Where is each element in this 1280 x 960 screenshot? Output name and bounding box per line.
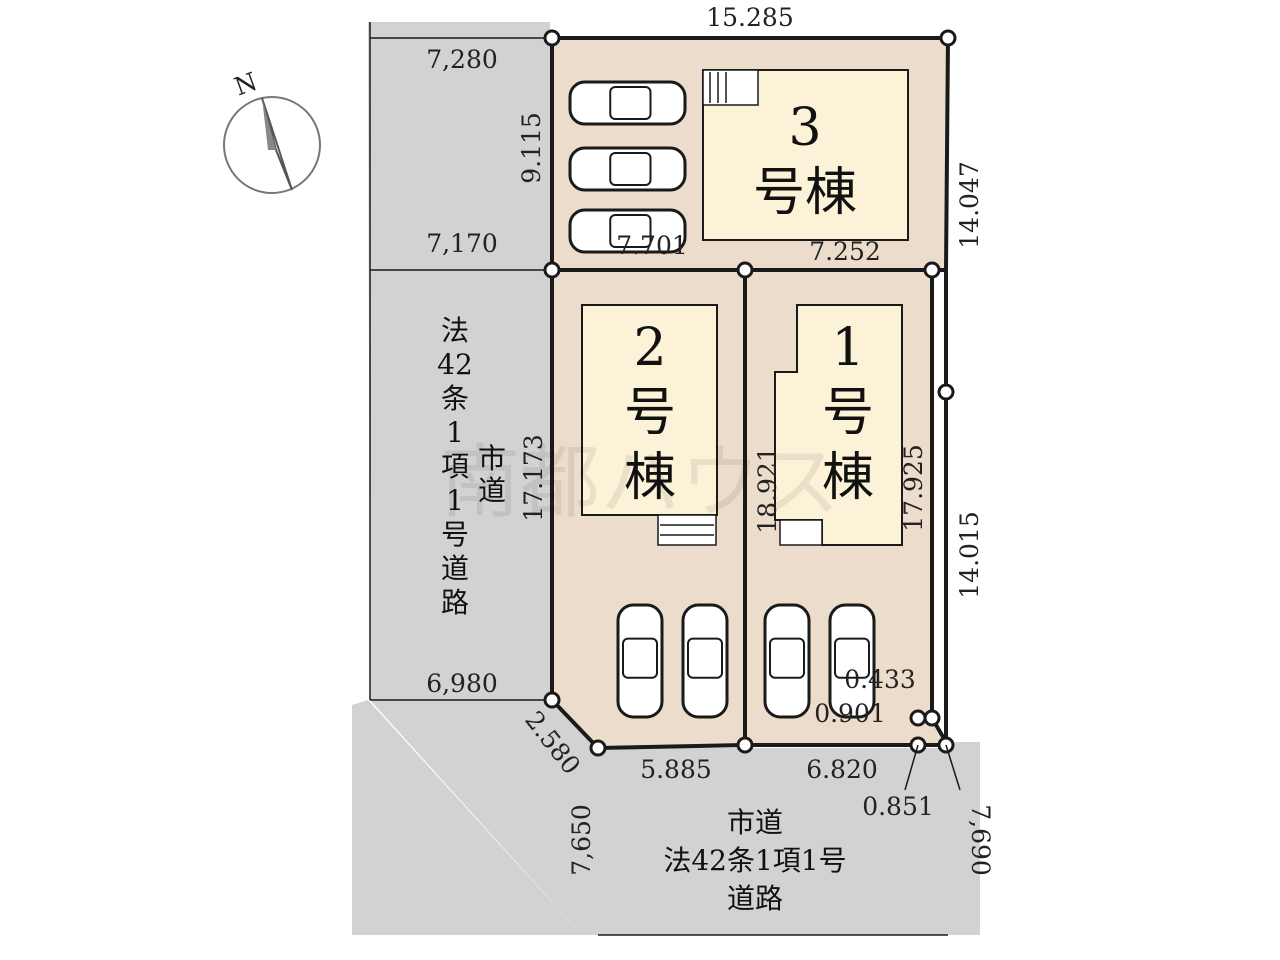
leader-lines: [904, 744, 961, 791]
survey-point: [543, 29, 561, 47]
survey-points: [543, 29, 957, 757]
building-3: [702, 69, 909, 241]
west-road-char: 号: [441, 518, 469, 551]
dim-south-road-left: 7,650: [567, 804, 596, 876]
survey-point: [543, 691, 561, 709]
survey-point: [736, 261, 754, 279]
car-icon: [681, 603, 729, 719]
building-3-name: 号棟: [753, 163, 857, 223]
building-1: [774, 304, 903, 546]
compass-north-label: N: [231, 67, 261, 102]
dim-east-lower: 14.015: [955, 511, 984, 598]
west-road-char: 項: [441, 450, 469, 483]
west-road-char: 条: [441, 382, 469, 415]
west-road-char: 1: [446, 484, 464, 517]
building-1-name-1: 号: [822, 383, 874, 443]
car-icon: [568, 146, 687, 192]
building-3-number: 3: [788, 98, 821, 158]
west-road-char: 1: [446, 416, 464, 449]
west-road-char: 路: [441, 586, 469, 619]
car-icon: [568, 80, 687, 126]
dim-lot2-bottom: 5.885: [640, 755, 712, 784]
road-edges: [369, 22, 948, 936]
north-compass-icon: [223, 96, 321, 194]
survey-point: [923, 261, 941, 279]
west-road-type-2: 道: [478, 474, 506, 507]
west-road-type-1: 市: [478, 442, 506, 475]
survey-point: [909, 709, 927, 727]
south-road-line-1: 市道: [727, 806, 783, 839]
building-2-name-1: 号: [624, 383, 676, 443]
dim-east-upper: 14.047: [955, 161, 984, 248]
survey-point: [937, 383, 955, 401]
west-road-char: 42: [437, 348, 473, 381]
building-2: [581, 304, 718, 546]
dim-lot1-right: 17.925: [899, 444, 928, 531]
dim-road-width-mid: 7,170: [426, 229, 498, 258]
dim-corner-c: 0.851: [862, 792, 934, 821]
survey-point: [589, 739, 607, 757]
car-icon: [763, 603, 811, 719]
south-road-line-2: 法42条1項1号: [663, 844, 846, 877]
dim-corner-b: 0.901: [814, 699, 886, 728]
survey-point: [923, 709, 941, 727]
dim-lot2-left: 17.173: [519, 434, 548, 521]
dim-corner-a: 0.433: [844, 665, 916, 694]
car-icon: [828, 603, 876, 719]
west-road-char: 法: [441, 314, 469, 347]
dim-lot3-bottom-right: 7.252: [809, 237, 881, 266]
west-road: [352, 22, 598, 935]
car-icon: [616, 603, 664, 719]
car-icon: [568, 208, 687, 254]
building-1-name-2: 棟: [822, 448, 874, 508]
watermark: 南都ハウス: [440, 436, 840, 529]
west-road-char: 道: [441, 552, 469, 585]
south-road: [598, 742, 980, 935]
building-2-number: 2: [633, 318, 666, 378]
building-2-name-2: 棟: [624, 448, 676, 508]
building-1-number: 1: [831, 318, 864, 378]
dim-road-width-bottom: 6,980: [426, 669, 498, 698]
south-road-line-3: 道路: [727, 882, 783, 915]
dim-road-width-top: 7,280: [426, 45, 498, 74]
dim-south-road-right: 7,690: [966, 804, 995, 876]
dim-lot1-left: 18.921: [753, 446, 782, 533]
dim-top-width: 15.285: [706, 3, 793, 32]
survey-point: [736, 736, 754, 754]
dim-lot1-bottom: 6.820: [806, 755, 878, 784]
survey-point: [939, 29, 957, 47]
dim-lot3-bottom-left: 7.701: [616, 231, 688, 260]
dim-lot3-left: 9.115: [517, 112, 546, 184]
survey-point: [543, 261, 561, 279]
parking-cars: [568, 80, 876, 719]
